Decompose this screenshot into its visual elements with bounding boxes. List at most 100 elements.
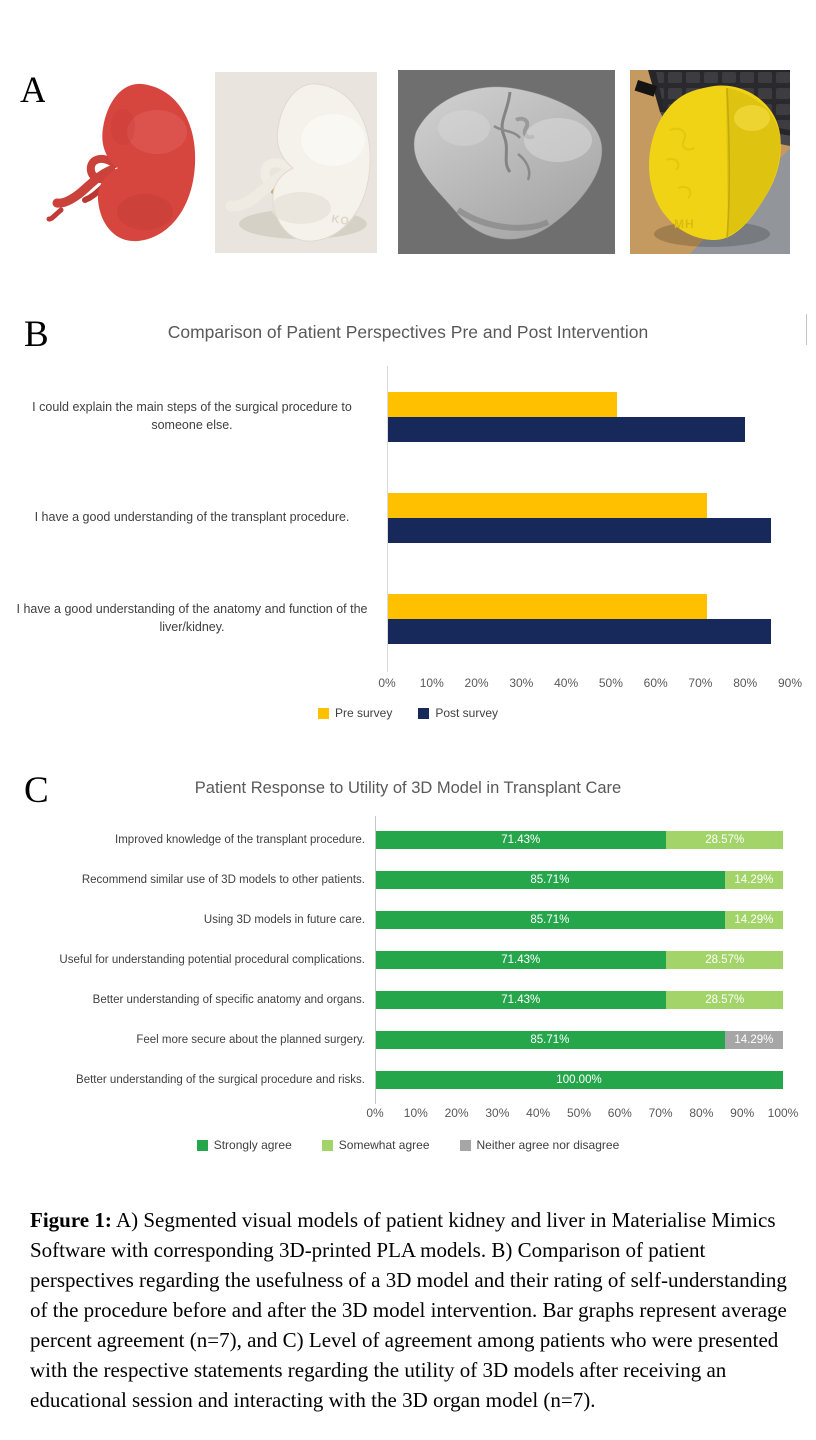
chart-c-x-axis: 0%10%20%30%40%50%60%70%80%90%100%	[366, 1106, 798, 1122]
hepatic-vessel	[517, 153, 531, 181]
chart-c-legend: Strongly agree Somewhat agree Neither agre…	[0, 1138, 816, 1152]
bar-data-label: 28.57%	[705, 954, 745, 966]
x-axis-tick-label: 40%	[554, 676, 579, 690]
chart-c-rows: Improved knowledge of the transplant pro…	[15, 820, 790, 1100]
liver-lower-shade	[456, 207, 550, 231]
chart-c-category-row: Recommend similar use of 3D models to ot…	[15, 860, 790, 900]
printed-artery	[225, 168, 291, 212]
legend-item: Pre survey	[317, 706, 392, 720]
print-shade	[271, 192, 331, 224]
chart-c-category-row: Using 3D models in future care. 85.71% 14.…	[15, 900, 790, 940]
figure-caption: Figure 1: A) Segmented visual models of …	[30, 1205, 788, 1415]
printed-kidney-photo: KO	[215, 72, 377, 253]
bar-segment-somewhat-agree: 28.57%	[666, 951, 783, 969]
chart-c-axis-line	[375, 816, 376, 1104]
chart-c-stacked-bar: 85.71%14.29%	[375, 1031, 783, 1049]
x-axis-tick-label: 60%	[643, 676, 668, 690]
x-axis-tick-label: 70%	[648, 1106, 673, 1120]
legend-item: Somewhat agree	[321, 1138, 430, 1152]
bar-data-label: 85.71%	[530, 1034, 570, 1046]
chart-b-category-row: I have a good understanding of the trans…	[15, 467, 790, 568]
chart-c-category-row: Better understanding of specific anatomy…	[15, 980, 790, 1020]
bar-segment-strongly-agree: 71.43%	[375, 951, 667, 969]
surface-texture	[677, 186, 692, 199]
chart-b-title: Comparison of Patient Perspectives Pre a…	[167, 322, 649, 342]
legend-item: Strongly agree	[196, 1138, 292, 1152]
chart-b-bar-group	[387, 391, 790, 442]
legend-swatch	[196, 1139, 208, 1151]
chart-b-x-axis: 0%10%20%30%40%50%60%70%80%90%	[378, 676, 802, 692]
x-axis-tick-label: 10%	[403, 1106, 428, 1120]
chart-b-category-label: I have a good understanding of the anato…	[16, 602, 368, 634]
chart-b-plot-area: I could explain the main steps of the su…	[15, 366, 790, 672]
surface-texture	[665, 158, 680, 171]
print-seam	[726, 87, 731, 239]
printed-liver-graphic: MH	[630, 70, 790, 254]
chart-c-stacked-bar: 85.71%14.29%	[375, 871, 783, 889]
bar-data-label: 28.57%	[705, 994, 745, 1006]
legend-label: Post survey	[435, 706, 499, 720]
legend-label: Somewhat agree	[338, 1138, 430, 1152]
liver-highlight	[524, 118, 592, 162]
vessel-stub	[46, 207, 64, 222]
chart-b-category-label: I have a good understanding of the trans…	[34, 509, 350, 524]
figure-caption-text: A) Segmented visual models of patient ki…	[30, 1208, 787, 1413]
bar-pre-survey	[387, 593, 707, 619]
chart-b-category-label: I could explain the main steps of the su…	[32, 400, 352, 432]
chart-c-stacked-bar: 71.43% 28.57%	[375, 951, 783, 969]
usb-cable	[634, 80, 658, 97]
panel-a-letter: A	[20, 70, 47, 111]
x-axis-tick-label: 30%	[485, 1106, 510, 1120]
bar-segment-somewhat-agree: 28.57%	[666, 991, 783, 1009]
bar-pre-survey	[387, 391, 618, 417]
bar-data-label: 14.29%	[734, 914, 774, 926]
bar-segment-somewhat-agree: 14.29%	[724, 911, 783, 929]
legend-item: Neither agree nor disagree	[459, 1138, 619, 1152]
surface-texture	[669, 127, 695, 151]
bar-data-label: 71.43%	[501, 834, 541, 846]
bar-data-label: 100.00%	[556, 1074, 602, 1086]
printed-liver-photo: MH	[630, 70, 790, 254]
chart-c-stacked-bar: 85.71% 14.29%	[375, 911, 783, 929]
chart-c-plot-area: Improved knowledge of the transplant pro…	[15, 816, 790, 1104]
bar-segment-strongly-agree: 85.71%	[375, 871, 725, 889]
bar-segment-strongly-agree: 85.71%	[375, 911, 725, 929]
chart-c-stacked-bar: 71.43% 28.57%	[375, 991, 783, 1009]
chart-c-category-row: Better understanding of the surgical pro…	[15, 1060, 790, 1100]
legend-swatch	[459, 1139, 471, 1151]
hepatic-vessel	[493, 124, 521, 139]
bar-pre-survey	[387, 492, 707, 518]
chart-c-category-label: Better understanding of the surgical pro…	[76, 1073, 365, 1086]
legend-swatch	[321, 1139, 333, 1151]
segmented-liver-render-image	[398, 70, 615, 254]
chart-b-category-row: I could explain the main steps of the su…	[15, 366, 790, 467]
liver-highlight	[734, 105, 770, 131]
kidney-highlight	[127, 110, 187, 154]
x-axis-tick-label: 50%	[598, 676, 623, 690]
chart-b-axis-line	[387, 366, 388, 672]
panel-c-letter: C	[24, 770, 49, 811]
chart-c-category-label: Using 3D models in future care.	[203, 913, 365, 926]
bar-post-survey	[387, 416, 746, 442]
printed-kidney-graphic: KO	[215, 72, 377, 253]
segmented-kidney-render-image	[45, 72, 205, 253]
x-axis-tick-label: 0%	[366, 1106, 384, 1120]
x-axis-tick-label: 90%	[730, 1106, 755, 1120]
panel-b-letter: B	[24, 314, 49, 355]
chart-b-bar-group	[387, 593, 790, 644]
bar-data-label: 85.71%	[530, 914, 570, 926]
bar-segment-somewhat-agree: 28.57%	[666, 831, 783, 849]
chart-c-category-label: Useful for understanding potential proce…	[59, 953, 365, 966]
bar-segment-strongly-agree: 100.00%	[375, 1071, 783, 1089]
chart-c-category-label: Feel more secure about the planned surge…	[136, 1033, 365, 1046]
x-axis-tick-label: 20%	[444, 1106, 469, 1120]
bar-data-label: 71.43%	[501, 994, 541, 1006]
chart-c-stacked-bar: 71.43% 28.57%	[375, 831, 783, 849]
embossed-initials: MH	[674, 217, 695, 231]
bar-segment-strongly-agree: 71.43%	[375, 831, 667, 849]
chart-b-category-row: I have a good understanding of the anato…	[15, 568, 790, 669]
liver-fissure	[500, 91, 512, 173]
chart-c-category-row: Improved knowledge of the transplant pro…	[15, 820, 790, 860]
chart-c-title: Patient Response to Utility of 3D Model …	[194, 779, 622, 797]
